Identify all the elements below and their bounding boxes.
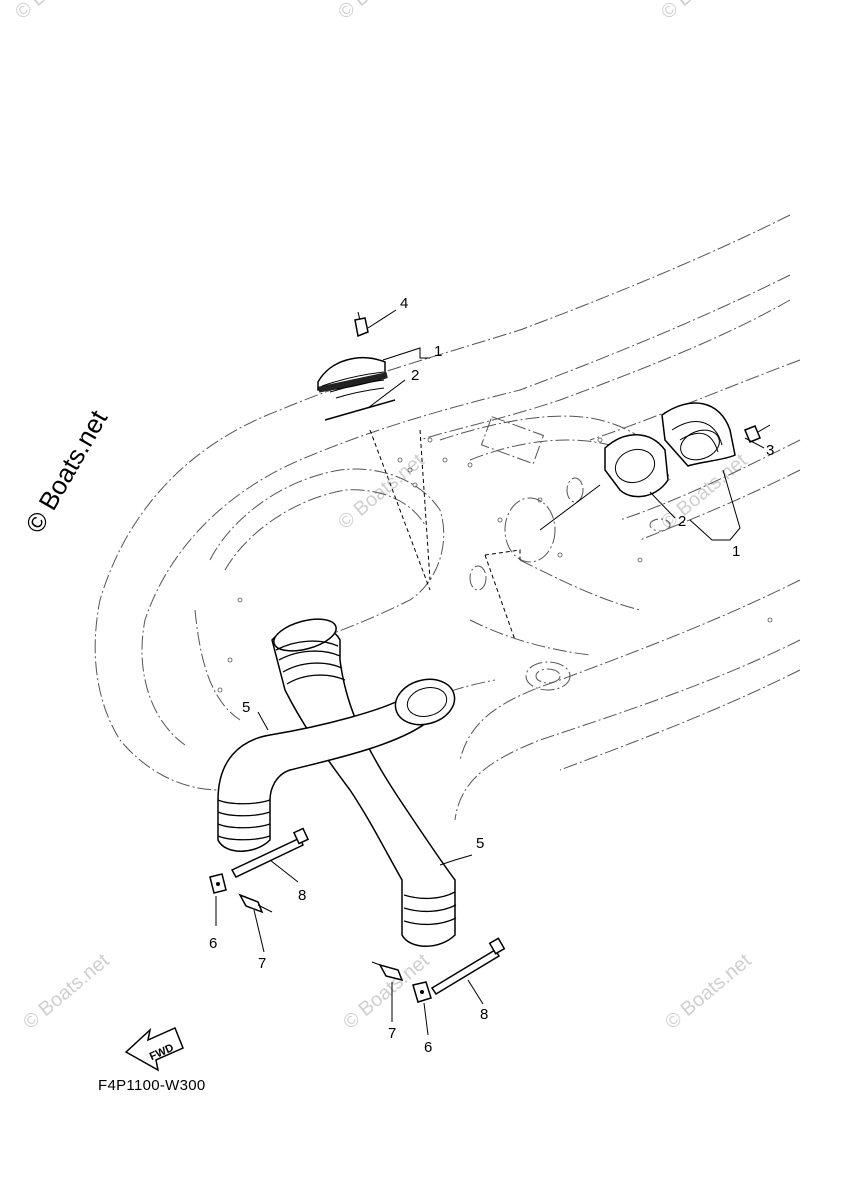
callout-6: 6 <box>424 1039 432 1056</box>
watermark-text: © Boats.net <box>11 0 106 24</box>
callout-7: 7 <box>258 955 266 972</box>
hull-outline <box>94 214 801 821</box>
rivet-part-7 <box>238 893 273 914</box>
hidden-lines <box>369 429 521 641</box>
hose-part-5-lower <box>217 678 456 852</box>
clip-part-6 <box>209 873 227 894</box>
watermark-text: © Boats.net <box>19 949 114 1033</box>
diagram-code: F4P1100-W300 <box>98 1077 206 1094</box>
rivet-part-4 <box>354 311 369 338</box>
callout-1: 1 <box>732 543 740 560</box>
watermarks: © Boats.net © Boats.net © Boats.net © Bo… <box>11 0 756 1034</box>
fwd-arrow-icon: FWD <box>124 1026 184 1072</box>
leader-lines <box>215 309 765 1036</box>
copyright-text: © Boats.net <box>19 404 113 538</box>
watermark-text: © Boats.net <box>661 949 756 1033</box>
gasket-part-2 <box>324 399 396 421</box>
callout-labels: 4 1 2 3 2 1 5 5 8 6 7 7 6 8 <box>209 295 774 1056</box>
rivet-part-3 <box>744 424 771 443</box>
deck-cover-part-1 <box>317 357 388 399</box>
callout-8: 8 <box>480 1006 488 1023</box>
callout-5: 5 <box>242 699 250 716</box>
watermark-text: © Boats.net <box>334 449 429 533</box>
callout-1: 1 <box>434 343 442 360</box>
callout-2: 2 <box>678 513 686 530</box>
cable-tie-part-8 <box>430 937 506 996</box>
rivet-part-7 <box>371 961 404 982</box>
hose-part-5 <box>271 618 457 947</box>
callout-6: 6 <box>209 935 217 952</box>
callout-2: 2 <box>411 367 419 384</box>
watermark-text: © Boats.net <box>334 0 429 24</box>
gasket-part-2 <box>604 434 669 498</box>
callout-8: 8 <box>298 887 306 904</box>
cable-tie-part-8 <box>230 827 310 878</box>
callout-4: 4 <box>400 295 408 312</box>
callout-7: 7 <box>388 1025 396 1042</box>
watermark-text: © Boats.net <box>657 0 752 24</box>
vent-cover-part-1 <box>661 402 736 467</box>
clip-part-6 <box>412 981 432 1003</box>
callout-3: 3 <box>766 442 774 459</box>
callout-5: 5 <box>476 835 484 852</box>
